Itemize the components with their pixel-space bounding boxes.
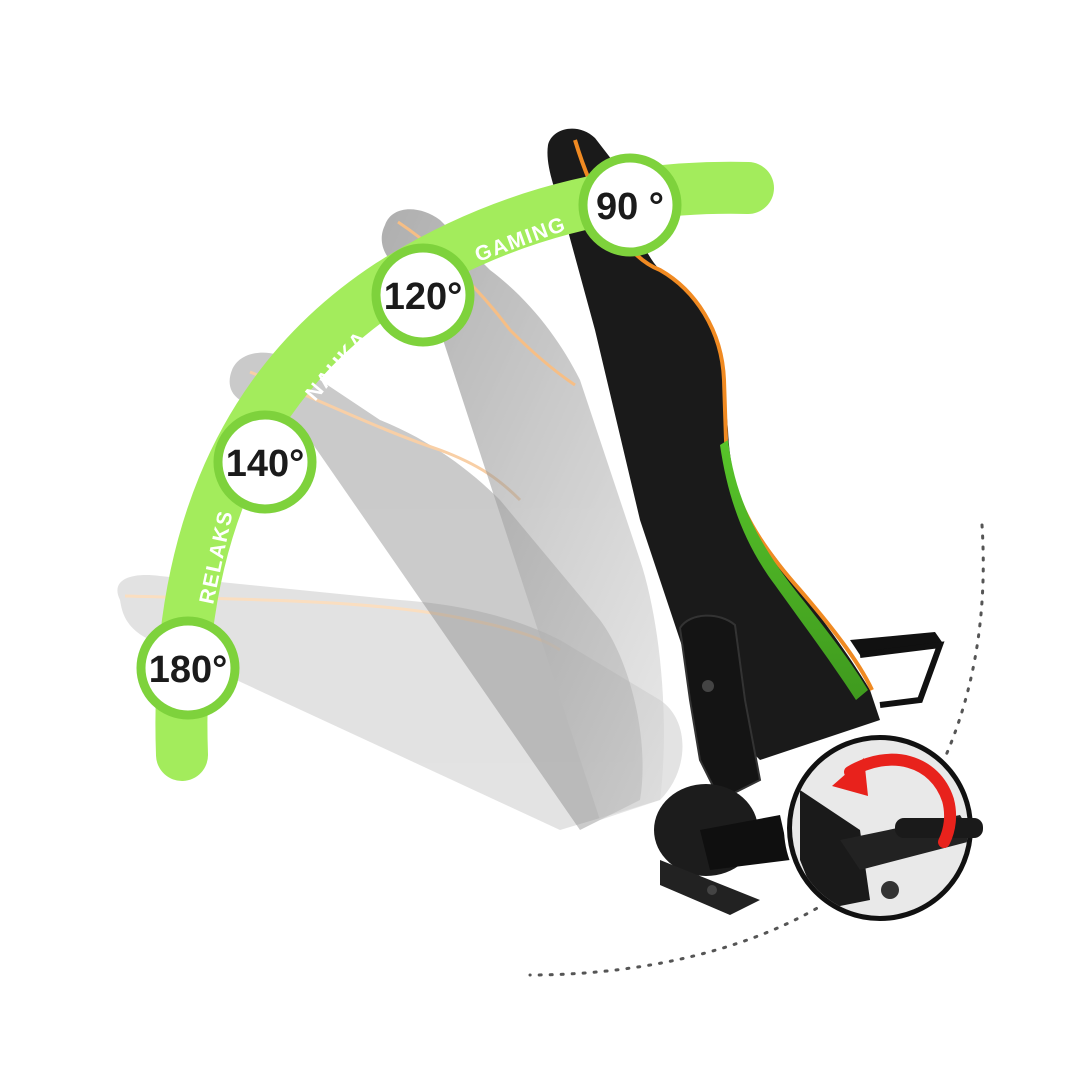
svg-text:140°: 140° [226,443,305,485]
recline-lever-icon [895,818,983,838]
rotate-arrow-icon [844,753,957,848]
chair-mechanism [654,614,790,915]
angle-badge-120: 120° [371,243,475,347]
chair-armrest [850,632,945,708]
angle-badge-90: 90 ° [578,153,682,257]
svg-text:90 °: 90 ° [596,186,664,228]
lever-zoom-inset [784,732,983,924]
angle-badge-140: 140° [213,410,317,514]
angle-badge-180: 180° [136,616,240,720]
svg-text:120°: 120° [384,276,463,318]
svg-text:180°: 180° [149,649,228,691]
rotation-guide-dotted [528,523,985,977]
